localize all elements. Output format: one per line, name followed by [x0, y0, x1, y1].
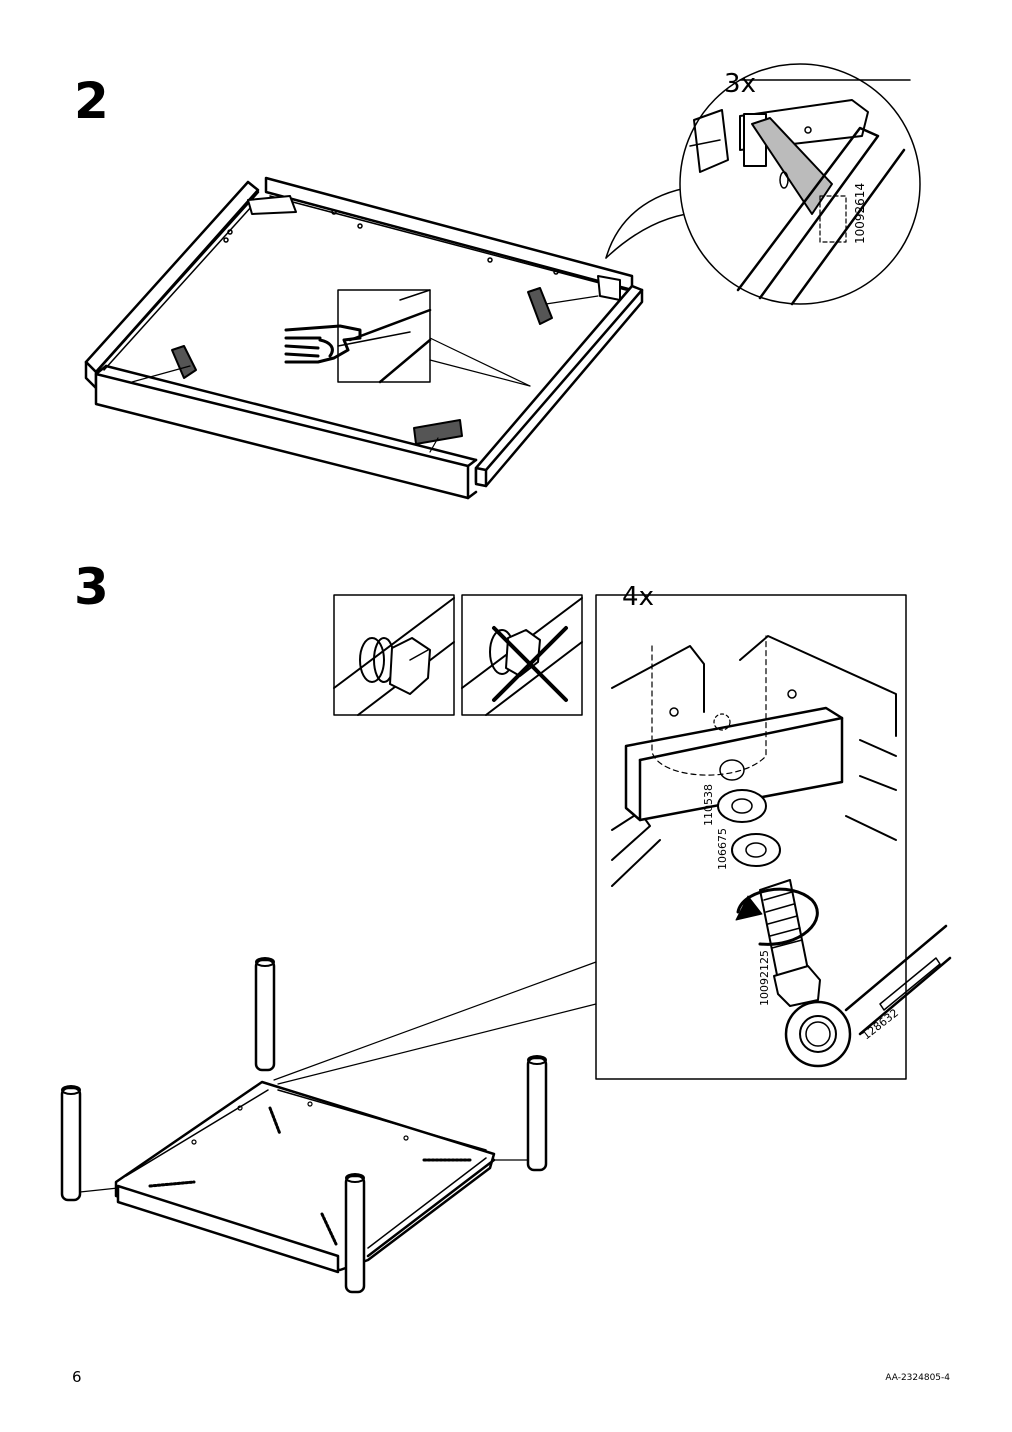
part-number-lock-washer: 106675: [716, 828, 729, 870]
part-number-washer: 110538: [702, 784, 715, 826]
step-2-frame-drawing: [84, 176, 644, 500]
pointing-hand-icon: [284, 324, 362, 364]
step-2-quantity-label: 3x: [724, 69, 756, 99]
correct-example-box: [333, 594, 455, 716]
step-2-part-number: 10092614: [853, 183, 867, 244]
wrench-icon: [784, 924, 952, 1068]
incorrect-example-box: [461, 594, 583, 716]
step-2-number: 2: [74, 72, 109, 130]
step-2-zoom-callout: [605, 63, 921, 306]
part-number-bolt: 10092125: [758, 950, 771, 1006]
step-3-quantity-label: 4x: [622, 582, 654, 612]
document-code: AA-2324805-4: [885, 1373, 950, 1383]
page-number: 6: [72, 1368, 82, 1386]
step-3-number: 3: [74, 558, 109, 616]
step-3-table-drawing: [60, 957, 548, 1294]
step-3-detail-box: [595, 594, 952, 1080]
